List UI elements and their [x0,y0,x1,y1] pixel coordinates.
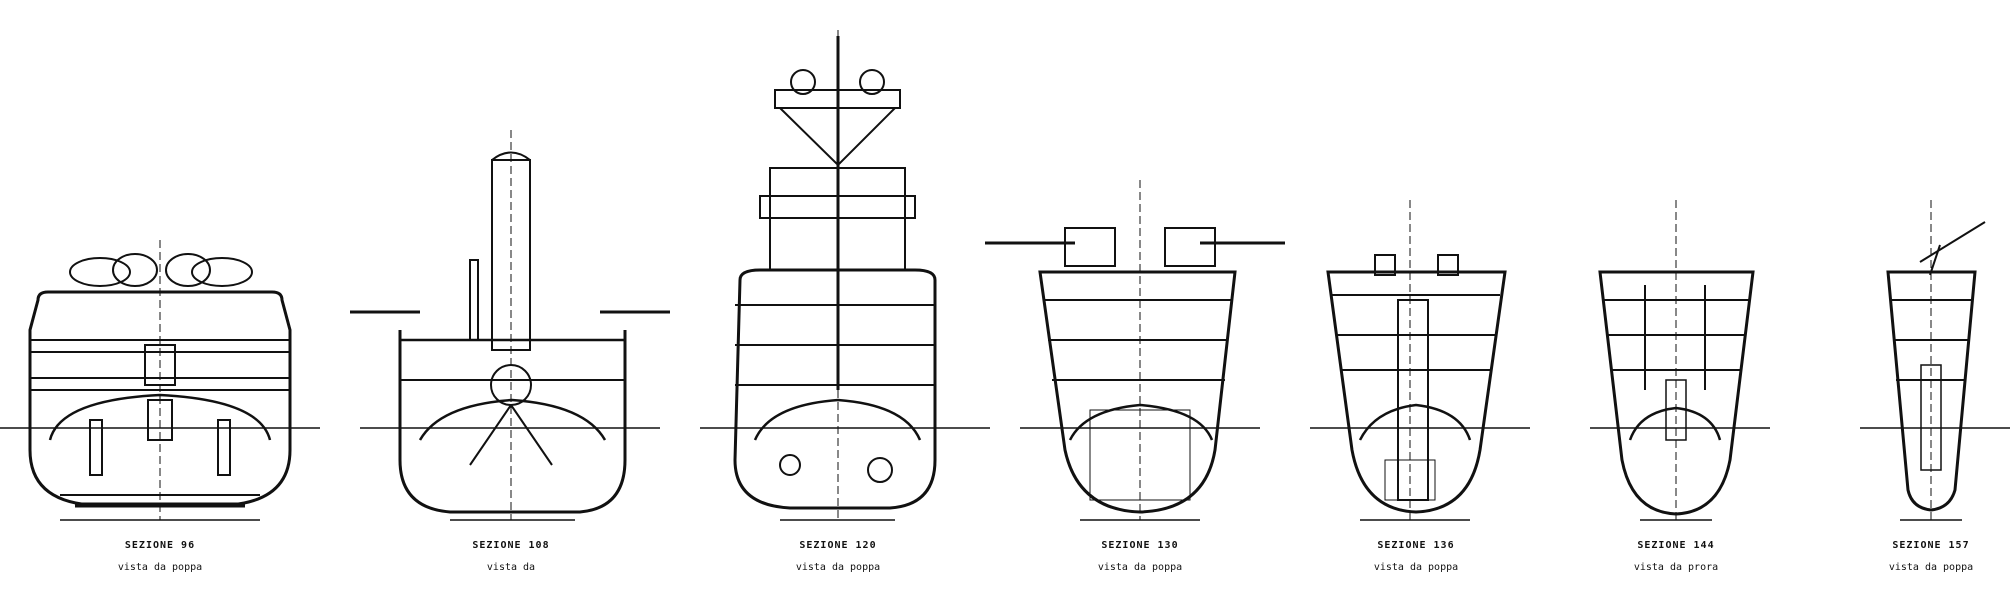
section-157-title: SEZIONE 157 [1892,540,1970,551]
section-120-title: SEZIONE 120 [799,540,877,551]
section-136-caption: SEZIONE 136 vista da poppa [1306,535,1526,579]
section-136-drawing [1310,200,1530,520]
section-96-caption: SEZIONE 96 vista da poppa [50,535,270,579]
section-130-title: SEZIONE 130 [1101,540,1179,551]
section-130-caption: SEZIONE 130 vista da poppa [1030,535,1250,579]
section-130-subtitle: vista da poppa [1097,562,1183,573]
section-96-drawing [0,240,320,520]
section-108-drawing [350,130,670,520]
section-144-caption: SEZIONE 144 vista da prora [1566,535,1786,579]
section-120-drawing [700,30,990,520]
section-157-caption: SEZIONE 157 vista da poppa [1821,535,2016,579]
section-157-drawing [1860,200,2010,520]
section-144-title: SEZIONE 144 [1637,540,1715,551]
section-96-subtitle: vista da poppa [117,562,203,573]
section-144-subtitle: vista da prora [1633,562,1719,573]
section-157-subtitle: vista da poppa [1888,562,1974,573]
section-144-drawing [1590,200,1770,520]
section-120-caption: SEZIONE 120 vista da poppa [728,535,948,579]
section-96-title: SEZIONE 96 [124,540,196,551]
section-136-subtitle: vista da poppa [1373,562,1459,573]
section-108-caption: SEZIONE 108 vista da [401,535,621,579]
section-130-drawing [985,180,1285,520]
section-136-title: SEZIONE 136 [1377,540,1455,551]
section-108-subtitle: vista da [486,562,536,573]
section-120-subtitle: vista da poppa [795,562,881,573]
section-108-title: SEZIONE 108 [472,540,550,551]
